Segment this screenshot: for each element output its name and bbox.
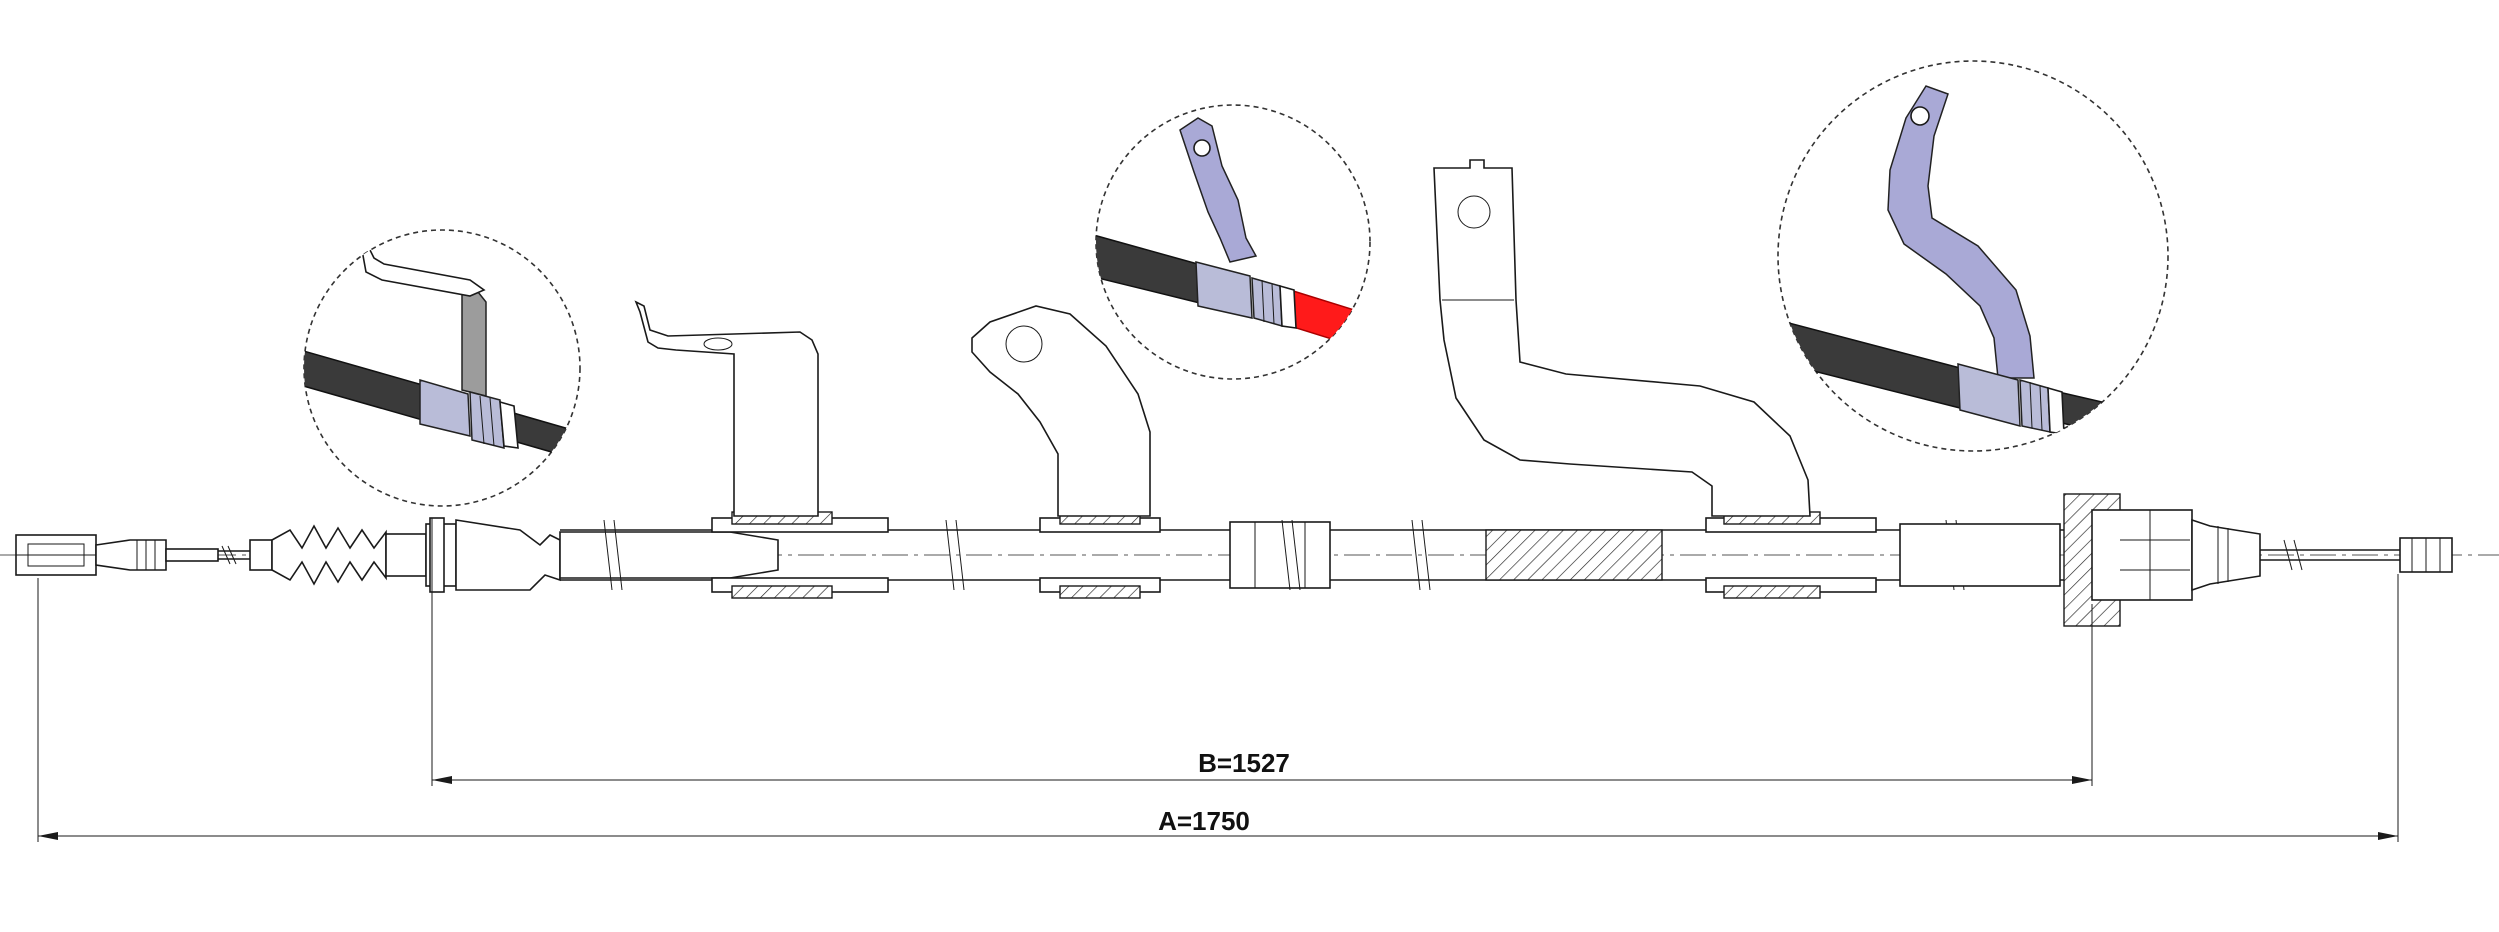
bracket-3: [1433, 159, 1811, 517]
protective-sleeve: [1485, 529, 1663, 581]
bracket-2: [971, 305, 1151, 517]
detail-view-2: [1095, 104, 1371, 380]
cable-assembly: [0, 493, 2499, 627]
right-end-fitting: [1899, 493, 2453, 627]
break-mark: [221, 545, 237, 565]
clamp-3: [1705, 511, 1877, 599]
left-sleeve: [425, 517, 779, 593]
detail-view-3: [1777, 60, 2169, 452]
rubber-boot: [249, 524, 427, 586]
dimension-a-label: A=1750: [1158, 806, 1250, 836]
bracket-1: [634, 300, 819, 517]
detail-view-1: [303, 229, 581, 507]
dimension-a: A=1750: [37, 574, 2399, 842]
left-end-fitting: [15, 534, 219, 576]
dimension-b: B=1527: [431, 518, 2093, 786]
dimension-b-label: B=1527: [1198, 748, 1290, 778]
